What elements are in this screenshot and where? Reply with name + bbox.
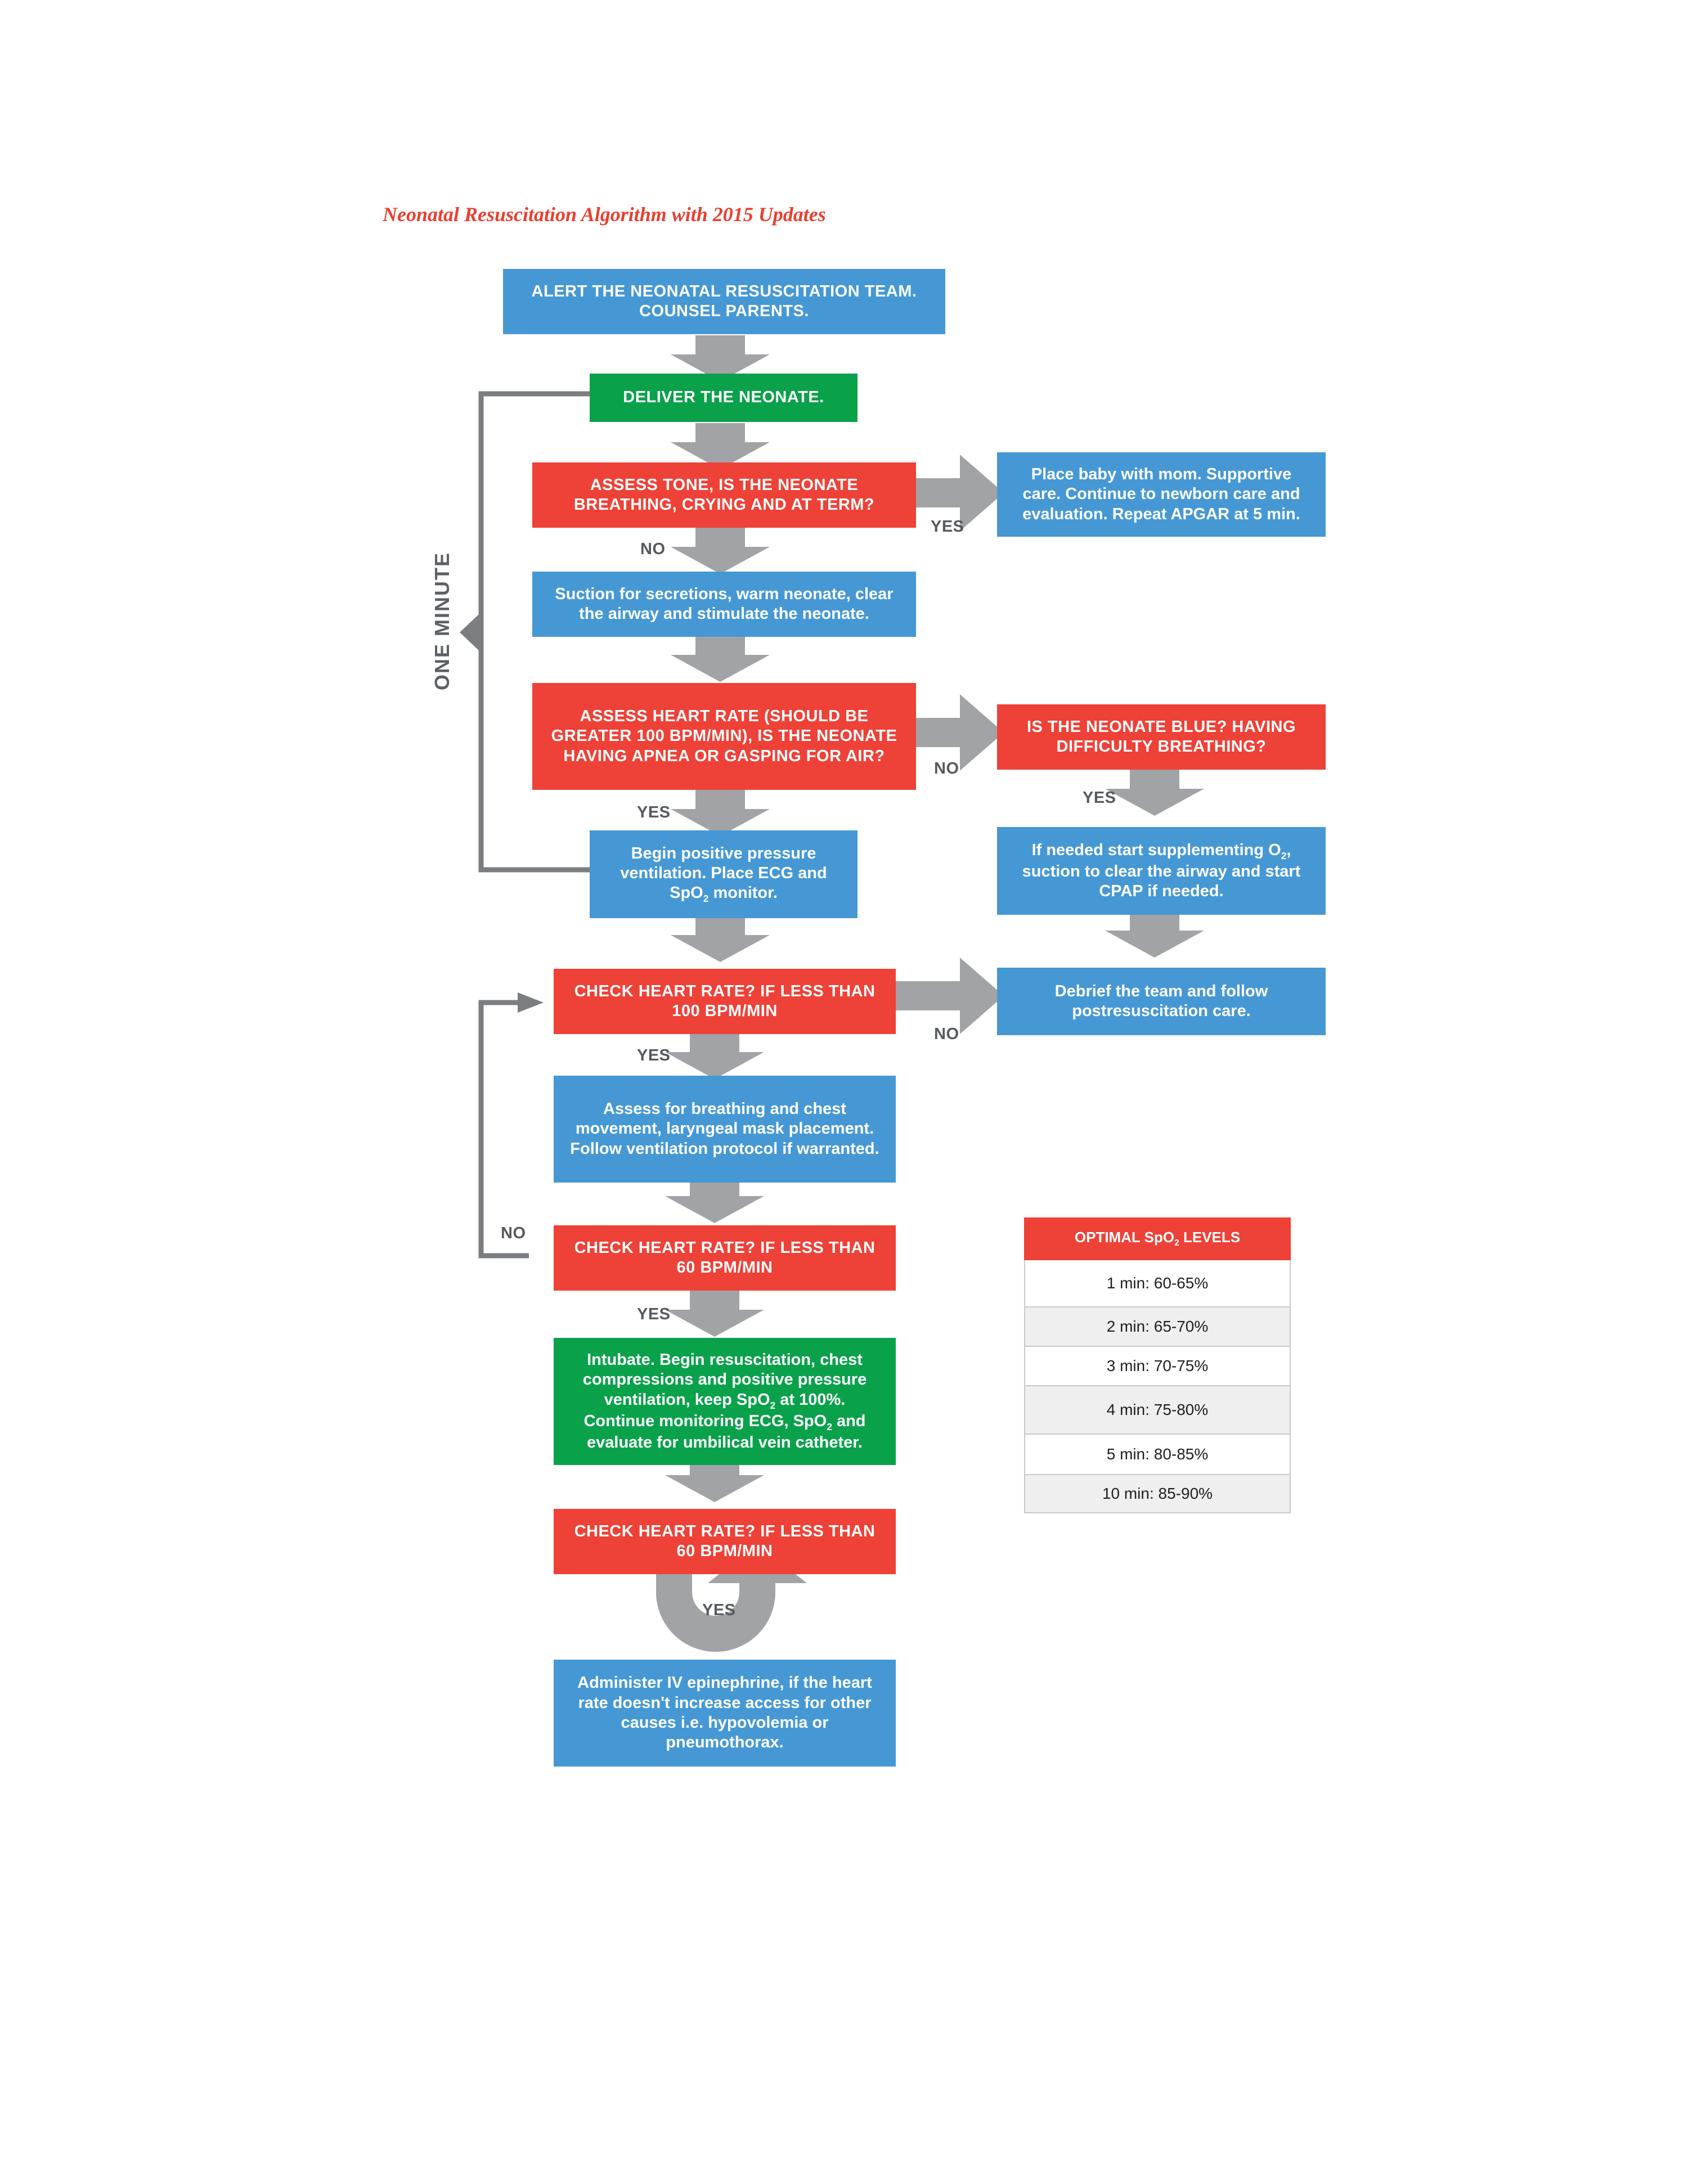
epinephrine-box: Administer IV epinephrine, if the heart … (554, 1660, 896, 1767)
no-label: NO (934, 1025, 959, 1043)
loop-arrowhead (518, 992, 544, 1013)
intubate-box: Intubate. Begin resuscitation, chest com… (554, 1338, 896, 1465)
deliver-neonate-box: DELIVER THE NEONATE. (590, 374, 858, 422)
check-heart-rate-60-repeat-box: CHECK HEART RATE? IF LESS THAN 60 BPM/MI… (554, 1509, 896, 1574)
debrief-box: Debrief the team and follow postresuscit… (997, 968, 1326, 1035)
yes-label: YES (1083, 789, 1116, 807)
intubate-text-mid: at 100%. Continue monitoring ECG, SpO (583, 1390, 846, 1430)
right-arrow (915, 455, 1004, 531)
yes-label: YES (637, 803, 671, 821)
right-arrow (896, 958, 1004, 1034)
begin-ppv-text-end: monitor. (708, 884, 778, 902)
begin-ppv-text: Begin positive pressure ventilation. Pla… (620, 844, 827, 902)
suction-box: Suction for secretions, warm neonate, cl… (532, 572, 916, 637)
yes-label: YES (637, 1046, 671, 1064)
table-row: 2 min: 65-70% (1024, 1307, 1291, 1347)
table-row: 10 min: 85-90% (1024, 1475, 1291, 1513)
down-arrow (665, 1177, 764, 1223)
check-heart-rate-100-box: CHECK HEART RATE? IF LESS THAN 100 BPM/M… (554, 969, 896, 1034)
begin-ppv-box: Begin positive pressure ventilation. Pla… (590, 830, 858, 918)
diagram-title: Neonatal Resuscitation Algorithm with 20… (383, 203, 826, 226)
table-row: 1 min: 60-65% (1024, 1260, 1291, 1307)
supplement-oxygen-box: If needed start supplementing O2, suctio… (997, 827, 1326, 915)
down-arrow (1105, 770, 1204, 816)
bracket-pointer (460, 612, 481, 653)
header-text-end: LEVELS (1179, 1229, 1241, 1246)
down-arrow (1105, 911, 1204, 958)
spo2-table-header: OPTIMAL SpO2 LEVELS (1024, 1217, 1291, 1260)
table-row: 4 min: 75-80% (1024, 1386, 1291, 1435)
supplement-oxygen-text-end: , suction to clear the airway and start … (1022, 841, 1301, 901)
neonate-blue-box: IS THE NEONATE BLUE? HAVING DIFFICULTY B… (997, 704, 1326, 770)
one-minute-label: ONE MINUTE (430, 551, 454, 690)
down-arrow (671, 636, 770, 682)
assess-heart-rate-box: ASSESS HEART RATE (SHOULD BE GREATER 100… (532, 683, 916, 790)
yes-label: YES (702, 1601, 736, 1619)
yes-label: YES (931, 518, 964, 536)
down-arrow (671, 790, 770, 836)
subscript: 2 (1281, 850, 1287, 861)
table-row: 5 min: 80-85% (1024, 1435, 1291, 1475)
header-text: OPTIMAL SpO (1074, 1229, 1175, 1246)
no-loop-connector (478, 1000, 529, 1259)
yes-label: YES (637, 1305, 671, 1323)
spo2-levels-table: OPTIMAL SpO2 LEVELS 1 min: 60-65% 2 min:… (1024, 1217, 1291, 1513)
down-arrow (665, 1291, 764, 1337)
subscript: 2 (770, 1399, 776, 1411)
assess-tone-box: ASSESS TONE, IS THE NEONATE BREATHING, C… (532, 462, 916, 528)
table-row: 3 min: 70-75% (1024, 1347, 1291, 1386)
down-arrow (671, 528, 770, 574)
assess-breathing-box: Assess for breathing and chest movement,… (554, 1076, 896, 1183)
intubate-text: Intubate. Begin resuscitation, chest com… (582, 1350, 867, 1409)
subscript: 2 (827, 1421, 832, 1432)
right-arrow (915, 694, 1004, 771)
down-arrow (671, 916, 770, 962)
alert-team-box: ALERT THE NEONATAL RESUSCITATION TEAM. C… (503, 269, 945, 334)
place-baby-with-mom-box: Place baby with mom. Supportive care. Co… (997, 452, 1326, 537)
supplement-oxygen-text: If needed start supplementing O (1031, 841, 1281, 859)
down-arrow (665, 1033, 764, 1079)
subscript: 2 (1174, 1238, 1179, 1248)
no-label: NO (640, 540, 666, 558)
no-label: NO (501, 1224, 526, 1242)
subscript: 2 (703, 893, 709, 905)
no-label: NO (934, 760, 959, 778)
intubate-text-end: and evaluate for umbilical vein catheter… (587, 1412, 866, 1451)
check-heart-rate-60-box: CHECK HEART RATE? IF LESS THAN 60 BPM/MI… (554, 1225, 896, 1291)
